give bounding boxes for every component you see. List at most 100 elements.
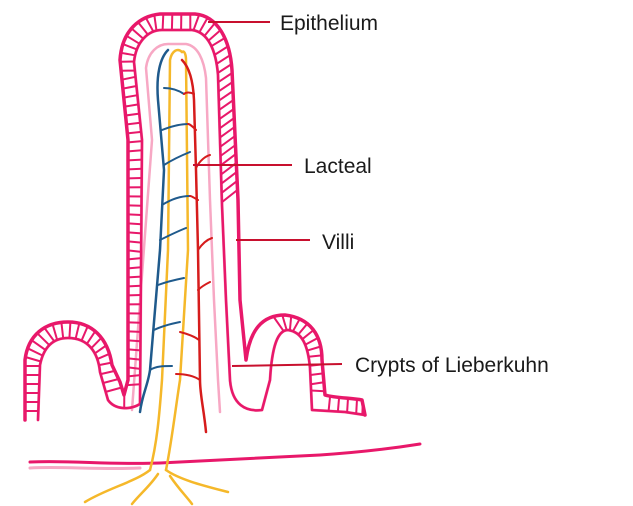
epithelial-cell-wall: [293, 319, 300, 331]
epithelial-cell-wall: [87, 331, 95, 344]
epithelial-cell-wall: [329, 396, 331, 411]
epithelial-cell-wall: [128, 241, 141, 242]
epithelial-cell-wall: [132, 28, 144, 38]
epithelial-cell-wall: [61, 322, 63, 338]
epithelial-cell-wall: [32, 340, 46, 350]
epithelial-cell-wall: [218, 64, 232, 73]
basement-membrane-pale: [30, 467, 140, 468]
epithelial-cell-wall: [128, 160, 142, 161]
epithelial-cell-wall: [298, 324, 307, 335]
epithelial-cell-wall: [53, 324, 58, 340]
epithelial-cell-wall: [199, 18, 207, 33]
epithelial-cell-wall: [307, 347, 321, 351]
epithelial-cell-wall: [128, 331, 141, 332]
epithelial-cell-wall: [128, 358, 140, 359]
epithelial-cell-wall: [218, 73, 232, 82]
lacteal-label: Lacteal: [304, 155, 372, 178]
epithelial-cell-wall: [37, 333, 49, 345]
epithelial-cell-wall: [44, 328, 54, 342]
epithelial-cell-wall: [128, 375, 140, 376]
villus-core-membrane: [132, 44, 220, 412]
epithelial-cell-wall: [302, 330, 313, 339]
epithelial-cell-wall: [128, 232, 141, 233]
epithelial-cell-wall: [127, 384, 141, 385]
epithelial-cell-wall: [128, 141, 142, 142]
epithelial-cell-wall: [128, 258, 141, 259]
epithelial-cell-wall: [282, 315, 286, 330]
epithelial-cell-wall: [163, 14, 164, 30]
epithelial-cell-wall: [219, 100, 233, 110]
epithelial-cell-wall: [126, 114, 140, 116]
epithelial-cell-wall: [208, 30, 220, 41]
epithelial-cell-wall: [25, 357, 40, 362]
crypts-label: Crypts of Lieberkuhn: [355, 354, 549, 377]
epithelial-cell-wall: [194, 15, 200, 31]
epithelial-cells: [25, 14, 363, 415]
epithelial-cell-wall: [311, 382, 324, 384]
epithelial-cell-wall: [128, 367, 140, 369]
epithelial-cell-wall: [305, 338, 318, 345]
epithelial-cell-wall: [76, 323, 80, 339]
epithelial-cell-wall: [28, 348, 43, 355]
epithelial-cell-wall: [128, 267, 141, 268]
epithelial-cell-wall: [219, 109, 233, 119]
epithelial-cell-wall: [220, 136, 235, 147]
epithelial-cell-wall: [311, 391, 325, 392]
epithelium-outer-line: [25, 14, 365, 420]
epithelial-cell-wall: [211, 38, 224, 46]
epithelial-cell-wall: [128, 349, 140, 350]
epithelial-cell-wall: [125, 104, 139, 106]
epithelial-cell-wall: [126, 123, 140, 125]
epithelial-cell-wall: [309, 355, 322, 356]
epithelial-cell-wall: [310, 373, 323, 375]
epithelial-cell-wall: [127, 132, 141, 134]
epithelium-inner-line: [38, 30, 365, 420]
epithelial-cell-wall: [215, 46, 228, 55]
epithelial-cell-wall: [69, 322, 70, 338]
epithelial-cell-wall: [220, 118, 235, 128]
epithelial-cell-wall: [204, 23, 214, 36]
lacteal-roots: [85, 470, 228, 504]
epithelial-cell-wall: [101, 371, 115, 374]
epithelial-cell-wall: [82, 326, 88, 340]
epithelium-label: Epithelium: [280, 12, 378, 35]
crypts-leader-line: [232, 364, 342, 366]
epithelial-cell-wall: [91, 338, 101, 348]
epithelial-cell-wall: [128, 340, 141, 341]
epithelial-cell-wall: [290, 316, 291, 330]
epithelial-cell-wall: [128, 214, 141, 215]
epithelial-cell-wall: [121, 53, 135, 56]
epithelial-cell-wall: [347, 398, 348, 412]
epithelial-cell-wall: [128, 169, 142, 170]
epithelial-cell-wall: [221, 145, 236, 156]
epithelial-cell-wall: [99, 363, 112, 366]
epithelial-cell-wall: [362, 404, 363, 415]
epithelial-cell-wall: [127, 36, 140, 44]
epithelial-cell-wall: [128, 277, 141, 278]
epithelial-cell-wall: [356, 399, 357, 414]
epithelial-cell-wall: [138, 22, 148, 34]
epithelial-cell-wall: [220, 127, 235, 138]
epithelial-cell-wall: [154, 15, 156, 31]
epithelial-cell-wall: [106, 388, 122, 392]
epithelial-cell-wall: [122, 77, 136, 80]
basement-membrane: [30, 444, 420, 463]
epithelium-inner-membrane: [38, 30, 365, 420]
villi-label: Villi: [322, 231, 354, 254]
epithelial-cell-wall: [123, 86, 137, 89]
epithelial-cell-wall: [338, 397, 339, 411]
epithelial-cell-wall: [217, 55, 231, 64]
epithelial-cell-wall: [123, 44, 137, 49]
epithelial-cell-wall: [128, 223, 141, 224]
epithelial-cell-wall: [221, 154, 236, 165]
epithelial-cell-wall: [128, 250, 141, 252]
epithelial-cell-wall: [97, 354, 109, 359]
epithelial-cell-wall: [124, 95, 138, 97]
epithelial-cell-wall: [128, 286, 141, 287]
epithelial-cell-wall: [219, 82, 233, 91]
epithelial-cell-wall: [273, 317, 283, 332]
epithelial-cell-wall: [219, 91, 233, 101]
epithelial-cell-wall: [103, 379, 119, 383]
epithelial-cell-wall: [146, 18, 154, 32]
